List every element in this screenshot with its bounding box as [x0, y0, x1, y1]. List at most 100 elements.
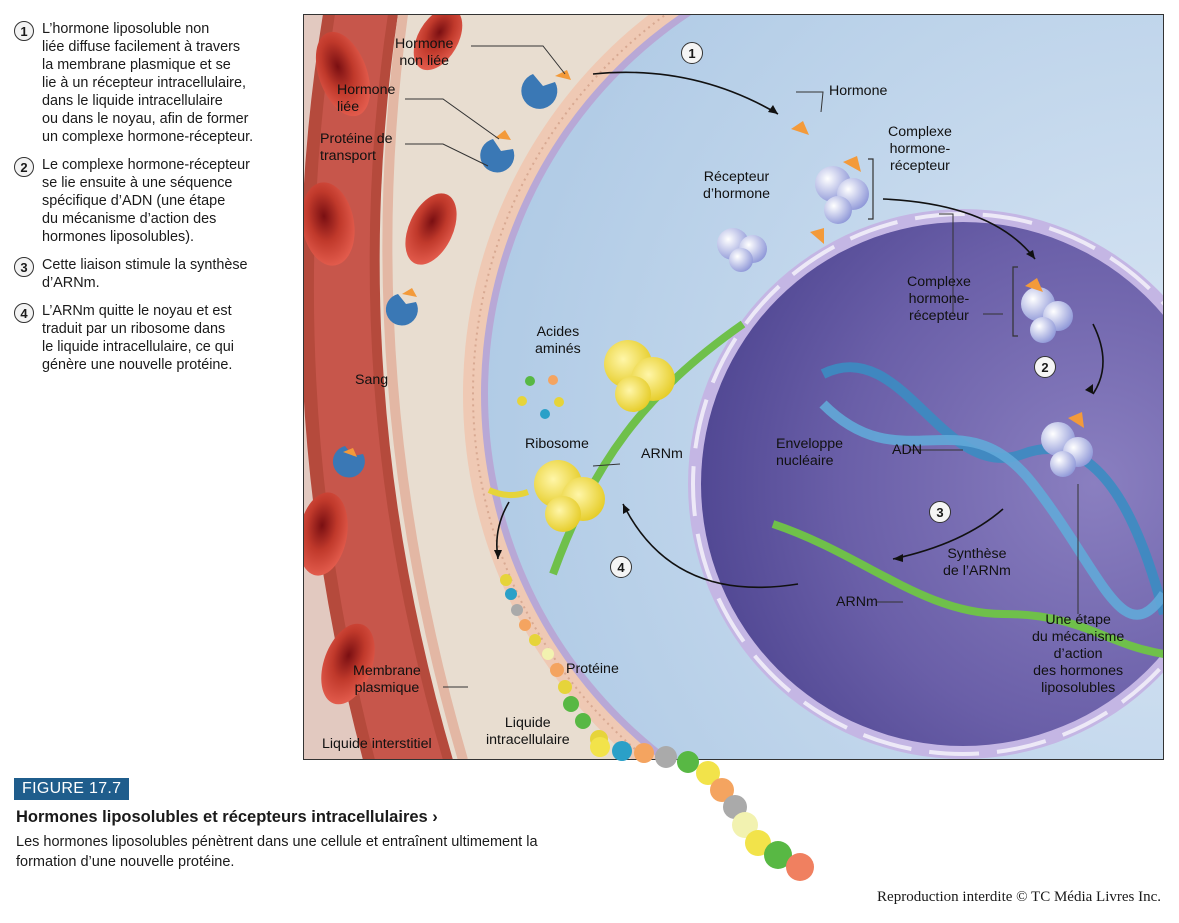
- amino-acid: [525, 376, 535, 386]
- protein-bead: [519, 619, 531, 631]
- label-etape: Une étape du mécanisme d’action des horm…: [1032, 612, 1125, 696]
- free-hormone: [791, 121, 809, 135]
- protein-bead: [612, 741, 632, 761]
- protein-bead: [745, 830, 771, 856]
- figure-border: [303, 14, 1164, 760]
- transport-protein: [332, 446, 365, 478]
- protein-bead: [550, 663, 564, 677]
- transport-protein: [385, 288, 418, 326]
- protein-bead: [500, 574, 512, 586]
- mrna-cytoplasm: [549, 320, 746, 576]
- protein-chain-spill: [590, 737, 814, 881]
- protein-bead: [542, 648, 554, 660]
- protein-bead: [677, 751, 699, 773]
- figure-tag: FIGURE 17.7: [14, 778, 130, 800]
- step-circle-1: 1: [681, 42, 703, 64]
- red-blood-cell: [413, 14, 463, 71]
- protein-bead: [529, 634, 541, 646]
- protein-bead: [764, 841, 792, 869]
- label-recepteur: Récepteur d’hormone: [703, 169, 771, 202]
- step-circle-3: 3: [929, 501, 951, 523]
- step-number: 4: [14, 303, 34, 323]
- label-synthese: Synthèse de l’ARNm: [943, 546, 1011, 579]
- free-hormone: [810, 228, 824, 244]
- label-liquide-interstitiel: Liquide interstitiel: [322, 736, 432, 752]
- step-circle-2: 2: [1034, 356, 1056, 378]
- ribosome-bottom: [534, 460, 605, 532]
- brackets: [868, 158, 1018, 337]
- red-blood-cell: [321, 623, 375, 705]
- label-enveloppe: Enveloppe nucléaire: [776, 436, 844, 469]
- step-circle-4: 4: [610, 556, 632, 578]
- red-blood-cell: [303, 182, 355, 266]
- protein-bead: [575, 713, 591, 729]
- step-2: 2 Le complexe hormone-récepteur se lie e…: [14, 156, 302, 246]
- label-hormone-non-liee: Hormone non liée: [395, 36, 454, 69]
- copyright-notice: Reproduction interdite © TC Média Livres…: [877, 889, 1161, 905]
- step-text: Cette liaison stimule la synthèse d’ARNm…: [42, 257, 248, 291]
- amino-acid: [540, 409, 550, 419]
- label-arnm-2: ARNm: [836, 594, 878, 610]
- steps-list: 1 L’hormone liposoluble non liée diffuse…: [14, 20, 302, 384]
- hormone-receptor-complex: [815, 156, 869, 224]
- red-blood-cell: [405, 193, 457, 265]
- mrna-nucleus: [771, 520, 1164, 658]
- amino-acid: [517, 396, 527, 406]
- label-acides: Acides aminés: [535, 324, 581, 357]
- label-hormone-liee: Hormone liée: [337, 82, 396, 115]
- label-sang: Sang: [355, 372, 389, 388]
- protein-bead: [505, 588, 517, 600]
- protein-bead: [590, 737, 610, 757]
- label-complexe-1: Complexe hormone- récepteur: [888, 124, 952, 174]
- amino-acid: [548, 375, 558, 385]
- nuclear-pores: [691, 212, 1164, 756]
- amino-acid: [554, 397, 564, 407]
- peptide-chain: [487, 487, 529, 498]
- membrane-texture: [472, 14, 669, 760]
- label-proteine: Protéine: [566, 661, 619, 677]
- protein-bead: [511, 604, 523, 616]
- transport-protein: [521, 70, 571, 109]
- protein-bead: [655, 746, 677, 768]
- protein-bead: [563, 696, 579, 712]
- protein-bead: [786, 853, 814, 881]
- step-4: 4 L’ARNm quitte le noyau et est traduit …: [14, 302, 302, 374]
- vessel-wall-outer: [382, 14, 468, 760]
- illustration-svg: [303, 14, 1164, 760]
- cell-illustration: Hormone non liée Hormone liée Protéine d…: [303, 14, 1164, 760]
- hormone-receptor-complex-dna: [1041, 412, 1093, 477]
- red-blood-cell: [303, 492, 348, 576]
- red-blood-cell: [315, 31, 371, 117]
- protein-bead: [696, 761, 720, 785]
- figure-description: Les hormones liposolubles pénètrent dans…: [16, 834, 538, 870]
- arrow-heads: [494, 105, 1093, 562]
- label-liquide-intracellulaire: Liquide intracellulaire: [486, 715, 570, 748]
- step-text: Le complexe hormone-récepteur se lie ens…: [42, 157, 250, 245]
- dna-strand: [819, 400, 1164, 620]
- step-text: L’hormone liposoluble non liée diffuse f…: [42, 21, 254, 145]
- hormone-receptor: [717, 228, 767, 272]
- protein-bead: [732, 812, 758, 838]
- label-hormone: Hormone: [829, 83, 888, 99]
- label-ribosome: Ribosome: [525, 436, 589, 452]
- label-arnm-1: ARNm: [641, 446, 683, 462]
- dna-strand: [820, 362, 1164, 616]
- step-number: 2: [14, 157, 34, 177]
- step-number: 3: [14, 257, 34, 277]
- leader-lines: [405, 45, 1079, 688]
- figure-title: Hormones liposolubles et récepteurs intr…: [16, 808, 438, 826]
- protein-bead: [634, 743, 654, 763]
- protein-bead: [558, 680, 572, 694]
- protein-bead: [710, 778, 734, 802]
- ribosome-top: [604, 340, 675, 412]
- step-3: 3 Cette liaison stimule la synthèse d’AR…: [14, 256, 302, 292]
- transport-protein: [480, 130, 515, 173]
- step-number: 1: [14, 21, 34, 41]
- label-adn: ADN: [892, 442, 922, 458]
- label-proteine-transport: Protéine de transport: [320, 131, 393, 164]
- label-complexe-2: Complexe hormone- récepteur: [907, 274, 971, 324]
- label-membrane: Membrane plasmique: [353, 663, 421, 696]
- step-1: 1 L’hormone liposoluble non liée diffuse…: [14, 20, 302, 146]
- step-text: L’ARNm quitte le noyau et est traduit pa…: [42, 303, 234, 373]
- hormone-receptor-complex: [1021, 278, 1073, 343]
